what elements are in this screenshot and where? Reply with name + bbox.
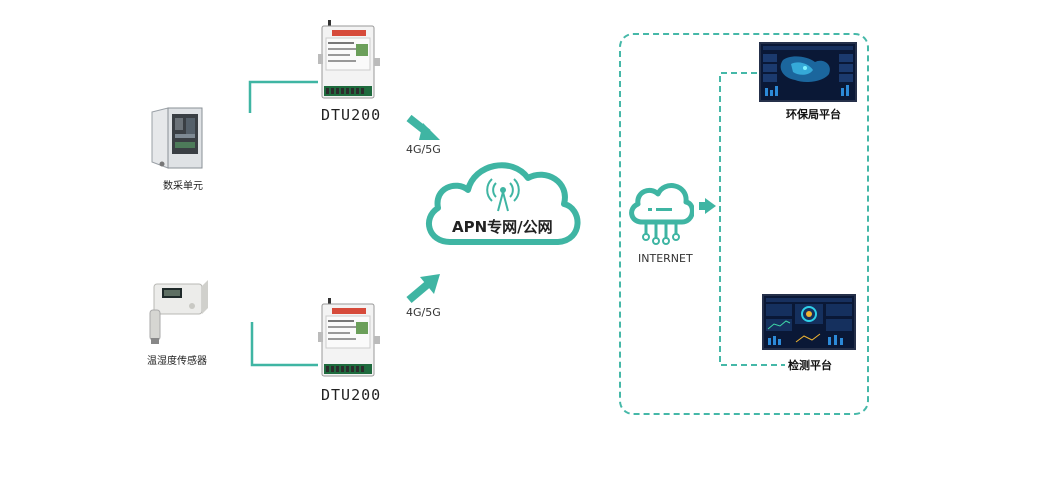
arrow-internet-right	[699, 198, 716, 214]
dtu-bottom-label: DTU200	[321, 386, 382, 404]
data-unit-label: 数采单元	[163, 181, 203, 192]
cloud-label: APN专网/公网	[452, 218, 553, 236]
link-data-unit-to-dtu-top	[248, 80, 318, 113]
link-internet-to-platforms	[719, 72, 785, 366]
arrow-top-4g	[406, 114, 440, 140]
sensor-label: 温湿度传感器	[147, 356, 207, 367]
antenna-icon	[486, 178, 520, 212]
top-link-label: 4G/5G	[406, 143, 441, 156]
platform-top-screen	[759, 42, 857, 102]
internet-node	[626, 176, 695, 248]
data-unit-icon	[151, 107, 203, 169]
dtu-bottom-icon	[318, 298, 380, 377]
dtu-top-icon	[318, 20, 380, 99]
link-sensor-to-dtu-bottom	[250, 322, 318, 367]
sensor-icon	[149, 280, 208, 344]
platform-group-frame	[619, 33, 869, 415]
dtu-top-label: DTU200	[321, 106, 382, 124]
dtu-top-device	[318, 18, 380, 106]
dashboard-map-icon	[761, 44, 855, 100]
dashboard-charts-icon	[764, 296, 854, 348]
dtu-bottom-device	[318, 296, 380, 384]
sensor-device	[142, 278, 212, 346]
apn-cloud	[420, 150, 585, 250]
platform-bottom-screen	[762, 294, 856, 350]
bottom-link-label: 4G/5G	[406, 306, 441, 319]
internet-cloud-icon	[629, 183, 695, 245]
internet-label: INTERNET	[638, 252, 693, 265]
arrow-bottom-4g	[406, 274, 440, 304]
data-unit-device	[142, 106, 208, 172]
cloud-icon	[426, 162, 581, 245]
platform-bottom-label: 检测平台	[788, 359, 832, 372]
platform-top-label: 环保局平台	[786, 108, 841, 121]
